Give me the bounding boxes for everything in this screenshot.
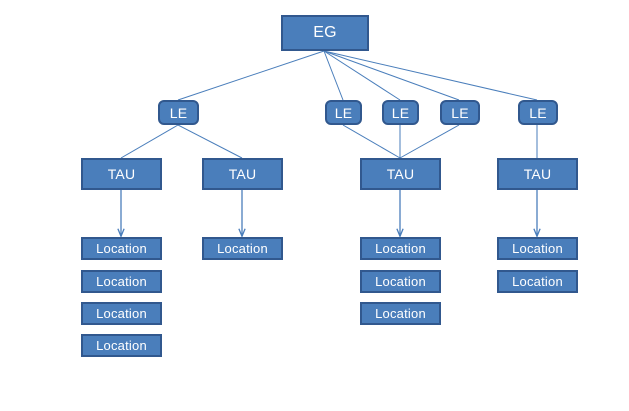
node-location-c4-1[interactable]: Location (497, 237, 578, 260)
node-location-c1-4[interactable]: Location (81, 334, 162, 357)
edges-le-to-tau (120, 124, 538, 159)
node-tau-3[interactable]: TAU (360, 158, 441, 190)
edges-eg-to-le (177, 50, 538, 101)
edge-le-tau-1 (120, 124, 179, 159)
node-location-c2-1-label: Location (217, 241, 268, 256)
node-eg-label: EG (313, 24, 337, 41)
node-location-c4-2[interactable]: Location (497, 270, 578, 293)
node-le-2[interactable]: LE (325, 100, 362, 125)
node-location-c1-2[interactable]: Location (81, 270, 162, 293)
edges-tau-to-location (121, 190, 537, 236)
node-location-c2-1[interactable]: Location (202, 237, 283, 260)
edge-eg-le-3 (323, 50, 401, 101)
node-tau-3-label: TAU (386, 166, 415, 182)
edge-eg-le-5 (323, 50, 538, 101)
node-le-5-label: LE (529, 104, 547, 121)
node-tau-4[interactable]: TAU (497, 158, 578, 190)
node-tau-2[interactable]: TAU (202, 158, 283, 190)
node-location-c1-4-label: Location (96, 338, 147, 353)
node-location-c1-1-label: Location (96, 241, 147, 256)
node-location-c1-3[interactable]: Location (81, 302, 162, 325)
node-le-5[interactable]: LE (518, 100, 558, 125)
node-location-c3-2-label: Location (375, 274, 426, 289)
node-tau-1-label: TAU (107, 166, 136, 182)
node-le-2-label: LE (334, 104, 353, 121)
edge-eg-le-1 (177, 50, 325, 101)
node-eg[interactable]: EG (281, 15, 369, 51)
node-le-4-label: LE (451, 104, 469, 121)
edge-le-tau-3 (342, 124, 401, 159)
node-tau-4-label: TAU (523, 166, 552, 182)
node-location-c4-1-label: Location (512, 241, 563, 256)
node-location-c4-2-label: Location (512, 274, 563, 289)
node-tau-2-label: TAU (228, 166, 257, 182)
node-location-c3-1[interactable]: Location (360, 237, 441, 260)
edge-eg-le-2 (323, 50, 344, 101)
node-location-c3-2[interactable]: Location (360, 270, 441, 293)
node-location-c1-2-label: Location (96, 274, 147, 289)
node-le-1[interactable]: LE (158, 100, 199, 125)
edge-eg-le-4 (323, 50, 460, 101)
node-location-c3-3[interactable]: Location (360, 302, 441, 325)
node-tau-1[interactable]: TAU (81, 158, 162, 190)
edge-le-tau-2 (177, 124, 243, 159)
node-location-c3-3-label: Location (375, 306, 426, 321)
node-location-c3-1-label: Location (375, 241, 426, 256)
node-le-3[interactable]: LE (382, 100, 419, 125)
node-le-1-label: LE (169, 104, 188, 121)
node-location-c1-3-label: Location (96, 306, 147, 321)
edge-le-tau-5 (399, 124, 460, 159)
node-location-c1-1[interactable]: Location (81, 237, 162, 260)
node-le-3-label: LE (391, 104, 410, 121)
node-le-4[interactable]: LE (440, 100, 480, 125)
